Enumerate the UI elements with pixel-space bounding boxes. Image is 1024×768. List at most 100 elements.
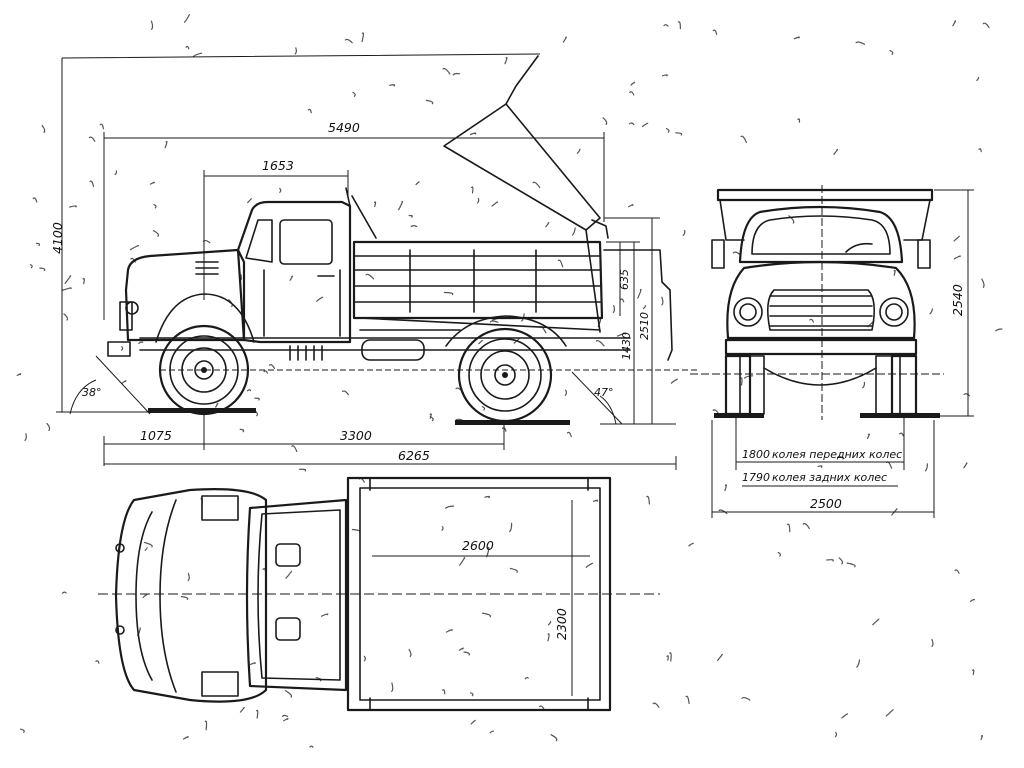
paper-speck bbox=[491, 201, 499, 207]
front-view-wheel-right bbox=[890, 354, 918, 416]
paper-speck bbox=[675, 132, 683, 136]
dim-label-4100: 4100 bbox=[50, 222, 65, 254]
paper-speck bbox=[833, 148, 839, 155]
paper-speck bbox=[192, 52, 203, 58]
paper-speck bbox=[88, 136, 96, 142]
paper-speck bbox=[982, 22, 990, 29]
paper-speck bbox=[963, 462, 968, 469]
paper-speck bbox=[143, 541, 153, 548]
paper-speck bbox=[82, 277, 85, 285]
paper-speck bbox=[856, 659, 861, 668]
paper-speck bbox=[69, 205, 77, 208]
top-cab-vent-lower bbox=[275, 617, 301, 641]
front-view-ground-right bbox=[860, 413, 940, 418]
paper-speck bbox=[268, 364, 276, 369]
dim-label-2510: 2510 bbox=[638, 312, 651, 340]
paper-speck bbox=[744, 375, 754, 379]
paper-speck bbox=[788, 215, 795, 224]
paper-speck bbox=[429, 413, 432, 419]
paper-speck bbox=[425, 99, 434, 105]
paper-speck bbox=[793, 36, 800, 40]
steering-wheel bbox=[845, 242, 873, 253]
top-cab bbox=[245, 498, 348, 692]
paper-speck bbox=[954, 569, 960, 574]
dim-label-3300: 3300 bbox=[340, 428, 372, 443]
paper-speck bbox=[619, 298, 625, 303]
paper-speck bbox=[872, 618, 880, 626]
paper-speck bbox=[953, 255, 961, 260]
rear-wheel bbox=[445, 315, 567, 423]
paper-speck bbox=[164, 140, 168, 149]
paper-speck bbox=[630, 81, 636, 86]
dim-label-1653: 1653 bbox=[262, 158, 294, 173]
side-window bbox=[279, 219, 333, 265]
paper-speck bbox=[398, 200, 404, 211]
paper-speck bbox=[469, 692, 474, 697]
paper-speck bbox=[547, 633, 550, 642]
hood bbox=[124, 248, 246, 342]
paper-speck bbox=[263, 370, 268, 374]
paper-speck bbox=[470, 719, 476, 725]
top-body-corners bbox=[347, 477, 611, 711]
paper-speck bbox=[121, 380, 127, 385]
front-bumper bbox=[107, 301, 133, 357]
paper-speck bbox=[585, 562, 593, 568]
paper-speck bbox=[144, 547, 148, 551]
paper-speck bbox=[39, 267, 46, 272]
chassis-frame bbox=[139, 337, 631, 351]
headlight bbox=[125, 301, 139, 315]
paper-speck bbox=[99, 123, 104, 130]
dim-line-5490 bbox=[103, 132, 605, 320]
paper-speck bbox=[183, 14, 190, 23]
body-posts bbox=[409, 249, 537, 313]
paper-speck bbox=[841, 713, 848, 719]
paper-speck bbox=[972, 669, 975, 676]
paper-speck bbox=[666, 655, 669, 661]
body-top-rail bbox=[716, 188, 934, 202]
paper-speck bbox=[361, 32, 364, 43]
paper-speck bbox=[978, 148, 982, 153]
front-axle bbox=[763, 367, 877, 386]
paper-speck bbox=[718, 509, 728, 515]
paper-speck bbox=[642, 305, 646, 310]
top-cab-vent-upper bbox=[275, 543, 301, 567]
tailgate-bracket bbox=[603, 249, 673, 361]
paper-speckles bbox=[16, 14, 1003, 748]
paper-speck bbox=[893, 269, 896, 276]
paper-speck bbox=[441, 526, 444, 531]
paper-speck bbox=[995, 328, 1003, 332]
paper-speck bbox=[661, 296, 664, 306]
paper-speck bbox=[616, 332, 627, 337]
paper-speck bbox=[787, 523, 791, 533]
paper-speck bbox=[665, 128, 670, 133]
paper-speck bbox=[682, 229, 686, 236]
paper-speck bbox=[142, 594, 148, 599]
paper-speck bbox=[19, 728, 25, 733]
paper-speck bbox=[239, 706, 245, 713]
paper-speck bbox=[138, 341, 144, 344]
paper-speck bbox=[307, 108, 312, 114]
paper-speck bbox=[471, 186, 474, 194]
paper-speck bbox=[509, 567, 518, 573]
paper-speck bbox=[889, 50, 894, 55]
paper-speck bbox=[284, 690, 293, 698]
track-dim-lines bbox=[735, 418, 905, 487]
paper-speck bbox=[489, 320, 499, 323]
front-bumper-face bbox=[724, 338, 918, 356]
top-hood-line-1 bbox=[135, 511, 153, 681]
paper-speck bbox=[595, 340, 605, 347]
hinge-arm bbox=[585, 219, 609, 333]
paper-speck bbox=[32, 197, 38, 203]
dim-label-6265: 6265 bbox=[398, 448, 430, 463]
paper-speck bbox=[445, 629, 453, 633]
front-cab bbox=[738, 205, 904, 264]
paper-speck bbox=[153, 204, 157, 209]
paper-speck bbox=[344, 38, 353, 44]
paper-speck bbox=[547, 620, 552, 626]
paper-speck bbox=[486, 547, 490, 558]
paper-speck bbox=[489, 730, 494, 734]
paper-speck bbox=[443, 291, 454, 296]
paper-speck bbox=[712, 29, 718, 35]
paper-speck bbox=[602, 117, 608, 125]
dim-label-5490: 5490 bbox=[328, 120, 360, 135]
